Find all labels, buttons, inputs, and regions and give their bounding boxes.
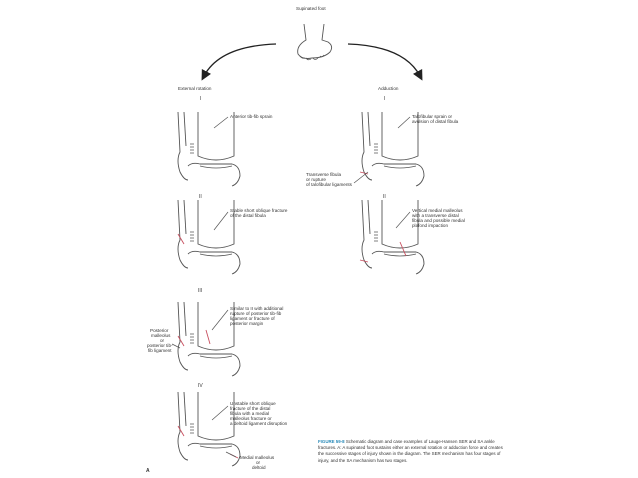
er4-line2: fracture of the distal: [230, 406, 271, 411]
ankle-bone-icon: [359, 199, 425, 275]
ad-stage-1-label: I: [384, 96, 386, 102]
er3-left-line1: Posterior: [150, 328, 169, 333]
panel-letter: A: [146, 468, 150, 474]
er3-left-line3: or: [160, 338, 165, 343]
supinated-foot-icon: [297, 23, 333, 61]
ankle-bone-icon: [359, 111, 425, 187]
ad1-line1: Talofibular sprain or: [412, 114, 453, 119]
figure-number: FIGURE 59-8: [318, 439, 345, 444]
ad2-line2: with a transverse distal: [412, 213, 459, 218]
ad2-line3: fibula and possible medial: [412, 218, 465, 223]
er2-line1: Stable short oblique fracture: [230, 208, 288, 213]
er4-med-line1: Medial malleolus: [240, 455, 275, 460]
er3-line1: Similar to II with additional: [230, 306, 284, 311]
ad1-line2: avulsion of distal fibula: [412, 119, 459, 124]
ad1-side-line2: or rupture: [306, 177, 326, 182]
ad2-line1: Vertical medial malleolus: [412, 208, 463, 213]
er3-line4: posterior margin: [230, 321, 264, 326]
er4-med-line3: deltoid: [252, 465, 266, 470]
er2-line2: of the distal fibula: [230, 213, 266, 218]
ad1-side-line3: of talofibular ligaments: [306, 182, 352, 187]
er4-med-line2: or: [256, 460, 261, 465]
ankle-bone-icon: [177, 199, 241, 275]
top-foot-label: Supinated foot: [296, 6, 326, 11]
er3-line2: rupture of posterior tib-fib: [230, 311, 282, 316]
ankle-bone-icon: [177, 111, 241, 187]
er4-line3: fibula with a medial: [230, 411, 270, 416]
er3-left-line5: fib ligament: [148, 348, 172, 353]
er-stage-3-label: III: [198, 288, 203, 294]
er-stage-2-label: II: [199, 194, 202, 200]
er1-label: Anterior tib-fib sprain: [230, 114, 273, 119]
branch-left-label: External rotation: [178, 86, 212, 91]
er-stage-4-label: IV: [198, 383, 203, 389]
ankle-bone-icon: [177, 301, 241, 377]
er3-left-line2: malleolus: [151, 333, 171, 338]
er-stage-1-label: I: [200, 96, 202, 102]
curved-arrow-left-icon: [201, 43, 277, 81]
figure-caption: FIGURE 59-8 Schematic diagram and case e…: [318, 439, 503, 464]
er4-line5: a deltoid ligament disruption: [230, 421, 288, 426]
branch-right-label: Adduction: [378, 86, 399, 91]
ad1-side-line1: Transverse fibula: [306, 172, 342, 177]
er3-line3: ligament or fracture of: [230, 316, 275, 321]
figure-caption-text: Schematic diagram and case examples of L…: [318, 439, 503, 463]
curved-arrow-right-icon: [347, 43, 423, 81]
leader-lines: [171, 116, 411, 458]
er3-left-line4: posterior tib-: [147, 343, 173, 348]
er4-line1: Unstable short oblique: [230, 401, 276, 406]
ad2-line4: plafond impaction: [412, 223, 449, 228]
er4-line4: malleolus fracture or: [230, 416, 272, 421]
ad-stage-2-label: II: [383, 194, 386, 200]
